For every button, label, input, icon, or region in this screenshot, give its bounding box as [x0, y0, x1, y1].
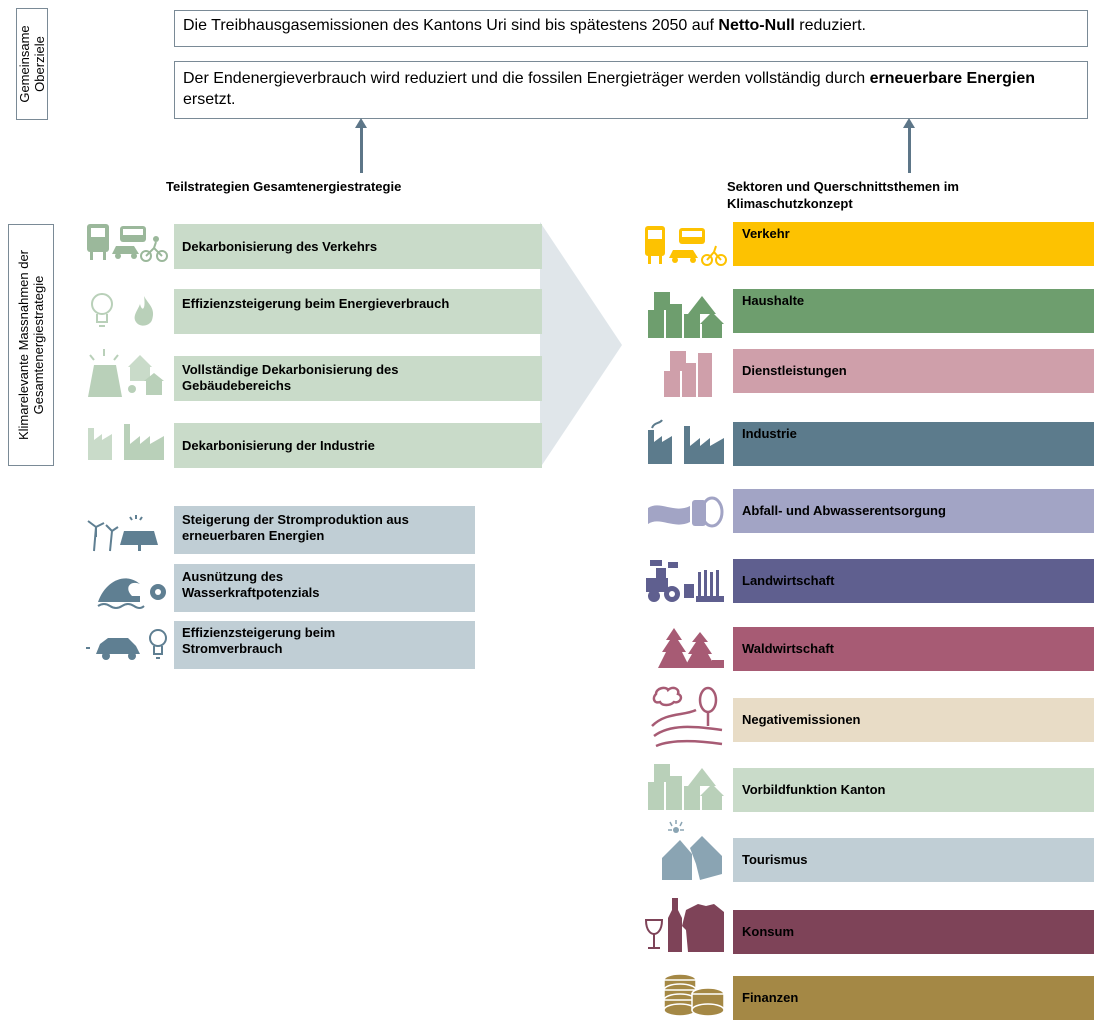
- measures-label-line2: Gesamtenergiestrategie: [31, 275, 46, 415]
- transport-icon: [87, 224, 168, 262]
- office-buildings-icon: [664, 351, 712, 397]
- left-column-heading: Teilstrategien Gesamtenergiestrategie: [166, 179, 402, 194]
- goal-netto-null: Die Treibhausgasemissionen des Kantons U…: [174, 10, 1088, 47]
- landscape-tree-icon: [651, 686, 723, 748]
- sector-industrie: Industrie: [733, 422, 1094, 466]
- factory-icon: [648, 419, 724, 464]
- wind-solar-icon: [87, 515, 158, 552]
- factory-icon: [88, 424, 164, 460]
- sector-haushalte: Haushalte: [733, 289, 1094, 333]
- up-arrow-left: [355, 118, 367, 173]
- solar-house-icon: [88, 349, 164, 397]
- goals-side-label-text: Gemeinsame Oberziele: [17, 25, 47, 103]
- transport-icon: [645, 226, 727, 266]
- measures-label-line1: Klimarelevante Massnahmen der: [16, 249, 31, 441]
- sector-finanzen: Finanzen: [733, 976, 1094, 1020]
- goal-renewable-energy: Der Endenergieverbrauch wird reduziert u…: [174, 61, 1088, 119]
- sector-vorbildfunktion: Vorbildfunktion Kanton: [733, 768, 1094, 812]
- sector-konsum: Konsum: [733, 910, 1094, 954]
- wine-shirt-icon: [644, 898, 724, 952]
- sector-negativemissionen: Negativemissionen: [733, 698, 1094, 742]
- wave-gear-icon: [97, 578, 166, 609]
- strategy-stromproduktion: Steigerung der Stromproduktion aus erneu…: [174, 506, 475, 554]
- goals-side-label: Gemeinsame Oberziele: [16, 8, 48, 120]
- sector-landwirtschaft: Landwirtschaft: [733, 559, 1094, 603]
- houses-icon: [648, 292, 724, 338]
- goal2-bold: erneuerbare Energien: [869, 70, 1036, 87]
- sector-verkehr: Verkehr: [733, 222, 1094, 266]
- mountain-hiker-icon: [662, 820, 722, 880]
- sector-abfall-abwasser: Abfall- und Abwasserentsorgung: [733, 489, 1094, 533]
- tractor-icon: [646, 560, 724, 602]
- measures-side-label: Klimarelevante Massnahmen der Gesamtener…: [8, 224, 54, 466]
- strategy-wasserkraft: Ausnützung des Wasserkraftpotenzials: [174, 564, 475, 612]
- big-chevron-arrow: [540, 222, 622, 468]
- forest-icon: [658, 628, 724, 668]
- sector-tourismus: Tourismus: [733, 838, 1094, 882]
- right-column-heading: Sektoren und Querschnittsthemen im Klima…: [727, 179, 959, 211]
- goal1-bold: Netto-Null: [718, 17, 795, 34]
- up-arrow-right: [903, 118, 915, 173]
- houses-icon: [648, 764, 724, 810]
- bulb-flame-icon: [91, 293, 154, 327]
- sector-dienstleistungen: Dienstleistungen: [733, 349, 1094, 393]
- sewage-pipe-icon: [648, 496, 724, 528]
- strategy-energieverbrauch: Effizienzsteigerung beim Energieverbrauc…: [174, 289, 542, 334]
- coins-icon: [663, 973, 725, 1017]
- strategy-verkehr: Dekarbonisierung des Verkehrs: [174, 224, 542, 269]
- ecar-bulb-icon: [86, 629, 167, 660]
- sector-waldwirtschaft: Waldwirtschaft: [733, 627, 1094, 671]
- strategy-industrie: Dekarbonisierung der Industrie: [174, 423, 542, 468]
- strategy-stromverbrauch: Effizienzsteigerung beim Stromverbrauch: [174, 621, 475, 669]
- strategy-gebaeude: Vollständige Dekarbonisierung des Gebäud…: [174, 356, 542, 401]
